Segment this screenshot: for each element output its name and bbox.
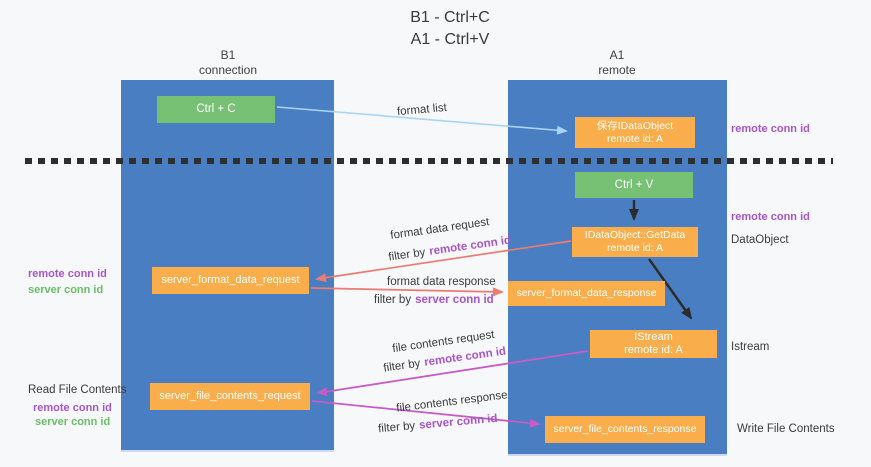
left-remote-conn-id-1-label: remote conn id bbox=[28, 268, 107, 280]
istream-line2: remote id: A bbox=[624, 344, 683, 356]
read-file-contents-label: Read File Contents bbox=[28, 384, 127, 396]
format-data-request-label: format data request bbox=[389, 216, 491, 242]
save-idataobject-node: 保存IDataObject remote id: A bbox=[575, 117, 695, 148]
remote-conn-id-highlight: remote conn id bbox=[428, 234, 512, 258]
ctrl-v-label: Ctrl + V bbox=[614, 178, 654, 191]
file-contents-response-label: file contents response bbox=[395, 389, 509, 415]
format-data-response-label: format data response bbox=[387, 276, 496, 288]
left-server-conn-id-1-label: server conn id bbox=[28, 284, 104, 296]
filter-by-text: filter by bbox=[374, 294, 412, 306]
lane-a1-name: A1 bbox=[609, 48, 625, 62]
save-idataobject-line1: 保存IDataObject bbox=[596, 119, 674, 132]
left-remote-conn-id-2-label: remote conn id bbox=[33, 402, 112, 414]
format-list-label: format list bbox=[396, 101, 448, 119]
lane-b1-name: B1 bbox=[220, 48, 236, 62]
server-conn-id-highlight: server conn id bbox=[415, 294, 494, 306]
right-remote-conn-id-mid-label: remote conn id bbox=[731, 211, 810, 223]
dataobject-label: DataObject bbox=[731, 234, 789, 246]
idataobject-getdata-node: IDataObject::GetData remote id: A bbox=[572, 227, 698, 257]
diagram-title-line1: B1 - Ctrl+C bbox=[410, 9, 490, 26]
filter-by-text: filter by bbox=[382, 357, 422, 375]
server-format-data-request-node: server_format_data_request bbox=[152, 267, 309, 294]
lane-header-b1: B1 connection bbox=[168, 48, 288, 78]
diagram-title: B1 - Ctrl+C A1 - Ctrl+V bbox=[330, 7, 570, 51]
write-file-contents-label: Write File Contents bbox=[737, 423, 835, 435]
format-data-response-arrow bbox=[310, 287, 504, 297]
server-conn-id-highlight: server conn id bbox=[418, 412, 498, 432]
server-format-data-response-node: server_format_data_response bbox=[508, 281, 665, 306]
filter-by-text: filter by bbox=[377, 420, 416, 436]
format-response-label: server_format_data_response bbox=[516, 287, 657, 299]
ctrl-c-node: Ctrl + C bbox=[157, 96, 275, 123]
format-request-label: server_format_data_request bbox=[161, 274, 300, 286]
getdata-line2: remote id: A bbox=[606, 242, 664, 254]
right-remote-conn-id-top-label: remote conn id bbox=[731, 123, 810, 135]
file-request-label: server_file_contents_request bbox=[159, 390, 301, 402]
file-response-label: server_file_contents_response bbox=[553, 423, 697, 435]
getdata-line1: IDataObject::GetData bbox=[584, 229, 686, 241]
ctrl-c-label: Ctrl + C bbox=[196, 103, 236, 115]
istream-line1: IStream bbox=[634, 331, 673, 343]
filter-by-text: filter by bbox=[387, 246, 427, 264]
left-server-conn-id-2-label: server conn id bbox=[35, 416, 111, 428]
server-file-contents-request-node: server_file_contents_request bbox=[150, 383, 310, 410]
istream-side-label: Istream bbox=[731, 341, 770, 353]
istream-node: IStream remote id: A bbox=[590, 330, 717, 358]
lane-b1-role: connection bbox=[198, 63, 258, 77]
lane-header-a1: A1 remote bbox=[557, 48, 677, 78]
diagram-title-line2: A1 - Ctrl+V bbox=[410, 31, 490, 48]
phase-separator-dashed-line bbox=[25, 158, 833, 164]
ctrl-v-node: Ctrl + V bbox=[575, 172, 693, 198]
lane-a1-role: remote bbox=[598, 63, 636, 77]
server-file-contents-response-node: server_file_contents_response bbox=[545, 416, 705, 443]
save-idataobject-line2: remote id: A bbox=[606, 132, 664, 145]
